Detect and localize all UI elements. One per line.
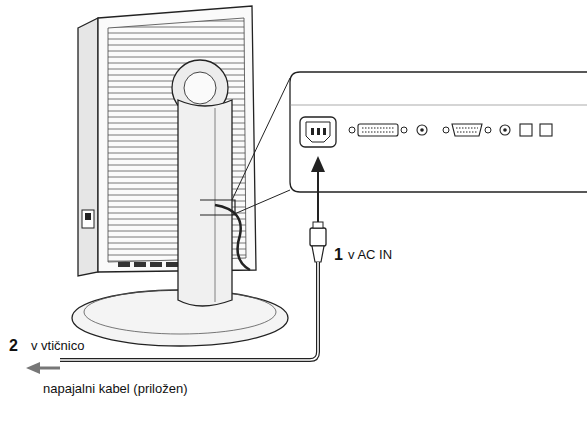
monitor-side [78, 18, 98, 276]
callout-number: 2 [8, 337, 19, 355]
callout-number: 1 [333, 246, 344, 264]
insert-arrow [311, 156, 325, 222]
dvi-connector [349, 124, 427, 136]
power-switch [82, 210, 94, 228]
stand-neck [178, 100, 232, 306]
ac-in-socket [300, 117, 336, 147]
vga-connector [443, 124, 510, 136]
outlet-arrow [26, 362, 60, 374]
zoom-leader [232, 78, 290, 200]
cable-label: napajalni kabel (priložen) [42, 382, 189, 396]
power-cord [60, 262, 318, 360]
connector-label: v vtičnico [30, 339, 85, 353]
control-buttons [118, 262, 178, 267]
usb-ports [520, 124, 552, 136]
connector-label: v AC IN [347, 248, 393, 262]
zoom-leader [232, 190, 290, 215]
power-plug [310, 222, 326, 262]
connector-panel-inset [290, 72, 587, 192]
